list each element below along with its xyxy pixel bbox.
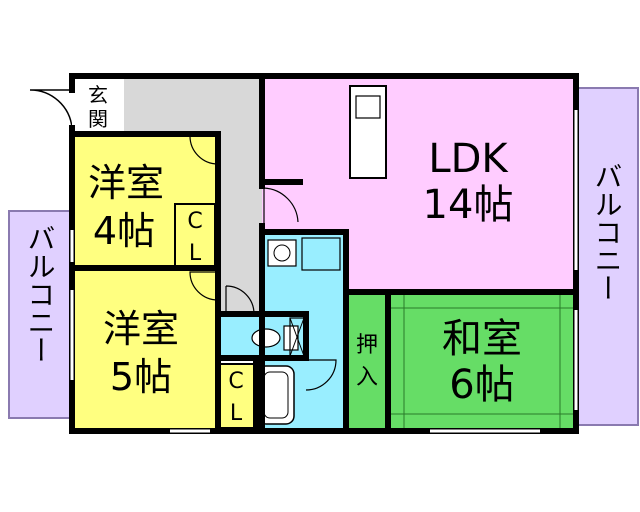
entrance-door-swing [29, 89, 73, 129]
yoshitsu5-label-2: 5帖 [110, 355, 172, 399]
genkan-label-1: 玄 [88, 83, 108, 107]
balcony-left-label: バルコニー [24, 224, 57, 364]
closet-2-label-1: C [228, 369, 243, 394]
yoshitsu4-label-1: 洋室 [88, 161, 164, 205]
genkan-area [72, 76, 124, 132]
corridor [124, 76, 262, 134]
closet-1-label-2: L [189, 241, 202, 266]
washitsu-label-2: 6帖 [449, 362, 514, 408]
genkan-label-2: 関 [88, 107, 108, 131]
yoshitsu4-label-2: 4帖 [93, 209, 155, 253]
hall [218, 132, 262, 314]
washbasin-drain [273, 244, 291, 262]
oshiire-label-1: 押 [356, 333, 378, 358]
room-washitsu [388, 292, 576, 430]
ldk-label-1: LDK [428, 136, 509, 182]
closet-2-label-2: L [230, 401, 243, 426]
kitchen-counter [349, 85, 387, 179]
toilet-cabinet-cross-2 [289, 317, 305, 357]
washer-space [301, 237, 341, 271]
oshiire-label-2: 入 [356, 365, 378, 390]
balcony-right [575, 87, 639, 426]
tatami-lines [388, 292, 576, 430]
bath-passage [306, 314, 346, 358]
balcony-left [8, 210, 72, 419]
kitchen-sink [355, 95, 381, 119]
washbasin [267, 239, 297, 267]
room-yoshitsu-5 [72, 268, 218, 431]
yoshitsu5-label-1: 洋室 [103, 307, 179, 351]
ldk-label-2: 14帖 [423, 182, 514, 228]
toilet-tank [283, 325, 299, 351]
window-lines [69, 110, 579, 434]
closet-1-label-1: C [187, 209, 202, 234]
windows [70, 110, 578, 433]
balcony-right-label: バルコニー [591, 162, 624, 302]
washitsu-label-1: 和室 [442, 316, 522, 362]
oshiire-area [346, 292, 388, 430]
toilet-bowl [251, 328, 281, 348]
